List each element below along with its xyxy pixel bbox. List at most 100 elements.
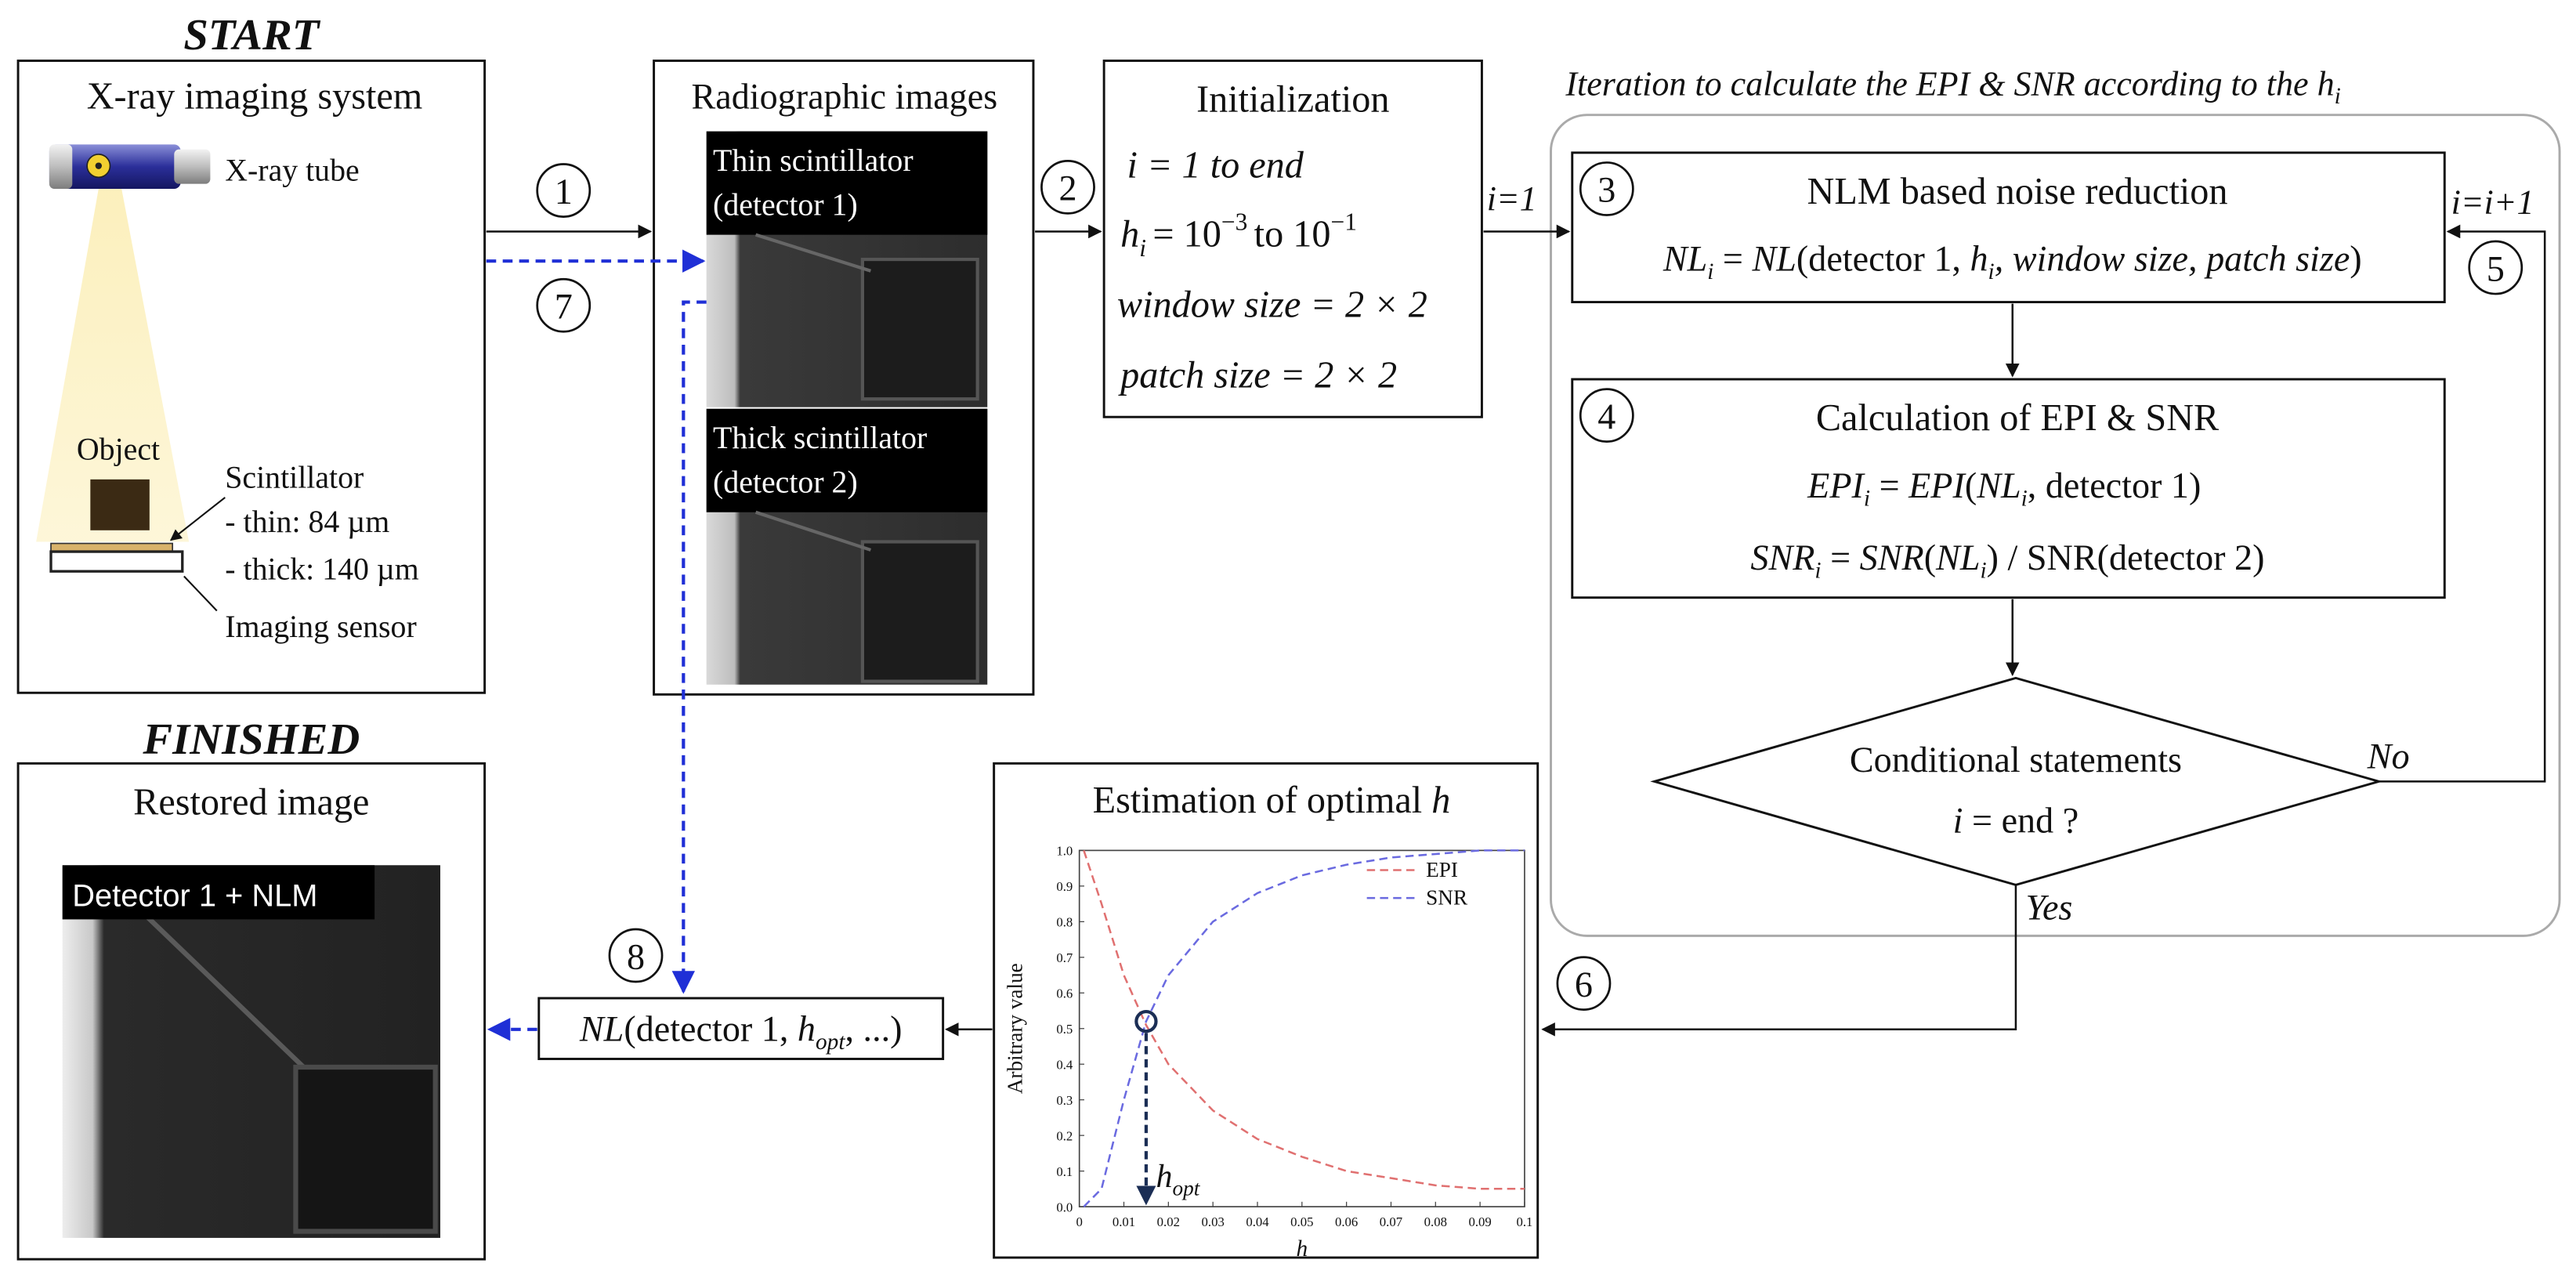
chart-series-epi xyxy=(1083,850,1525,1190)
svg-text:5: 5 xyxy=(2487,248,2505,288)
chart-xtick-label: 0.1 xyxy=(1516,1214,1532,1229)
thick-label: - thick: 140 µm xyxy=(225,552,419,587)
iteration-title: Iteration to calculate the EPI & SNR acc… xyxy=(1565,65,2340,109)
chart-xtick-label: 0.06 xyxy=(1335,1214,1358,1229)
svg-text:3: 3 xyxy=(1597,170,1615,210)
chart-ytick-label: 0.1 xyxy=(1056,1164,1073,1179)
chart-xtick-label: 0.05 xyxy=(1290,1214,1313,1229)
svg-text:7: 7 xyxy=(555,287,573,327)
label-i-equals-1: i=1 xyxy=(1487,179,1537,218)
chart-ytick-label: 0.7 xyxy=(1056,950,1073,965)
nlm-formula: NLi = NL(detector 1, hi, window size, pa… xyxy=(1662,239,2362,284)
calculation-box: Calculation of EPI & SNR EPIi = EPI(NLi,… xyxy=(1571,378,2446,599)
chart-ytick-label: 0.3 xyxy=(1056,1093,1073,1108)
dashed-arrow-8 xyxy=(671,300,707,994)
thick-detector-image: Thick scintillator (detector 2) xyxy=(706,408,988,685)
arrow-yes xyxy=(1541,885,2017,1037)
init-line1: i = 1 to end xyxy=(1127,144,1304,186)
svg-text:6: 6 xyxy=(1575,965,1593,1004)
init-line4: patch size = 2 × 2 xyxy=(1118,355,1397,396)
chart-ytick-label: 0.9 xyxy=(1056,879,1073,894)
svg-text:1: 1 xyxy=(555,172,573,212)
chart-ytick-label: 0.6 xyxy=(1056,986,1073,1001)
chart-ytick-label: 0.2 xyxy=(1056,1128,1073,1143)
init-title: Initialization xyxy=(1196,79,1389,121)
thin-label: - thin: 84 µm xyxy=(225,505,389,539)
decision-line1: Conditional statements xyxy=(1850,740,2182,780)
xray-beam xyxy=(36,188,190,542)
calc-formula2: SNRi = SNR(NLi) / SNR(detector 2) xyxy=(1750,537,2264,583)
iteration-region xyxy=(1550,114,2561,937)
radiographic-title: Radiographic images xyxy=(691,76,997,116)
restored-overlay: Detector 1 + NLM xyxy=(72,879,317,914)
init-line3: window size = 2 × 2 xyxy=(1117,284,1427,325)
xray-box-title: X-ray imaging system xyxy=(87,75,423,117)
step-2: 2 xyxy=(1040,159,1095,215)
nlm-box: NLM based noise reduction NLi = NL(detec… xyxy=(1571,151,2446,304)
xray-tube-label: X-ray tube xyxy=(225,154,359,188)
finished-label: FINISHED xyxy=(142,715,360,764)
chart-xtick-label: 0.04 xyxy=(1246,1214,1269,1229)
step-8: 8 xyxy=(608,928,664,983)
xray-system-box: X-ray imaging system X-ray tube Object S… xyxy=(16,60,487,694)
radiographic-images-box: Radiographic images Thin scintillator (d… xyxy=(653,60,1035,696)
nlm-title: NLM based noise reduction xyxy=(1807,171,2228,212)
calc-title: Calculation of EPI & SNR xyxy=(1816,397,2220,439)
nl-result-text: NL(detector 1, hopt, ...) xyxy=(579,1008,903,1054)
epi-snr-chart: 0 0.01 0.02 0.03 0.04 0.05 0.06 0.07 0.08 0.09 0.1… xyxy=(1003,844,1532,1261)
sensor-label: Imaging sensor xyxy=(225,610,416,644)
object-block xyxy=(90,479,150,530)
svg-text:4: 4 xyxy=(1597,396,1615,436)
object-label: Object xyxy=(77,433,160,467)
xray-tube-icon xyxy=(49,144,211,189)
thick-image-label-1: Thick scintillator xyxy=(713,421,927,455)
calc-formula1: EPIi = EPI(NLi, detector 1) xyxy=(1807,465,2201,511)
chart-xtick-label: 0.02 xyxy=(1157,1214,1180,1229)
hopt-label: hopt xyxy=(1156,1159,1201,1200)
decision-no-label: No xyxy=(2367,737,2410,776)
thin-image-label-2: (detector 1) xyxy=(713,188,858,223)
svg-text:8: 8 xyxy=(627,936,645,976)
chart-legend-label-snr: SNR xyxy=(1426,886,1468,910)
chart-ytick-label: 0.8 xyxy=(1056,915,1073,930)
chart-xtick-label: 0.03 xyxy=(1202,1214,1225,1229)
arrow-loop-no xyxy=(2379,224,2546,783)
decision-line2: i = end ? xyxy=(1953,800,2079,840)
scintillator-label: Scintillator xyxy=(225,460,364,494)
step-5: 5 xyxy=(2468,240,2524,295)
step-6: 6 xyxy=(1556,956,1612,1012)
nl-result-box: NL(detector 1, hopt, ...) xyxy=(537,997,945,1060)
start-label: START xyxy=(183,11,320,60)
chart-legend-label-epi: EPI xyxy=(1426,858,1458,881)
svg-text:2: 2 xyxy=(1058,168,1076,208)
imaging-sensor xyxy=(49,550,184,573)
thick-image-label-2: (detector 2) xyxy=(713,465,858,500)
step-1: 1 xyxy=(536,163,592,218)
chart-intersection-marker xyxy=(1134,1009,1158,1033)
chart-xtick-label: 0 xyxy=(1076,1214,1082,1229)
estimation-title: Estimation of optimal h xyxy=(1093,780,1451,821)
thin-detector-image: Thin scintillator (detector 1) xyxy=(706,131,988,407)
chart-xtick-label: 0.07 xyxy=(1380,1214,1402,1229)
chart-ytick-label: 1.0 xyxy=(1056,844,1073,859)
chart-ylabel: Arbitrary value xyxy=(1003,963,1026,1094)
restored-image-box: Restored image Detector 1 + NLM xyxy=(16,762,487,1261)
chart-xtick-label: 0.08 xyxy=(1424,1214,1447,1229)
decision-diamond: Conditional statements i = end ? xyxy=(1650,676,2383,886)
chart-xtick-label: 0.01 xyxy=(1113,1214,1135,1229)
step-7: 7 xyxy=(536,277,592,333)
decision-yes-label: Yes xyxy=(2026,887,2073,927)
chart-ytick-label: 0.5 xyxy=(1056,1022,1073,1037)
chart-xtick-label: 0.09 xyxy=(1468,1214,1491,1229)
chart-series-snr xyxy=(1083,849,1525,1207)
restored-title: Restored image xyxy=(133,781,369,823)
chart-ytick-label: 0.4 xyxy=(1056,1058,1073,1073)
chart-xlabel: h xyxy=(1296,1236,1308,1261)
thin-image-label-1: Thin scintillator xyxy=(713,143,914,178)
chart-ytick-label: 0.0 xyxy=(1056,1200,1073,1214)
estimation-box: Estimation of optimal h 0 0.01 0.02 0.03 0.0… xyxy=(993,762,1539,1261)
step-4: 4 xyxy=(1579,388,1634,443)
